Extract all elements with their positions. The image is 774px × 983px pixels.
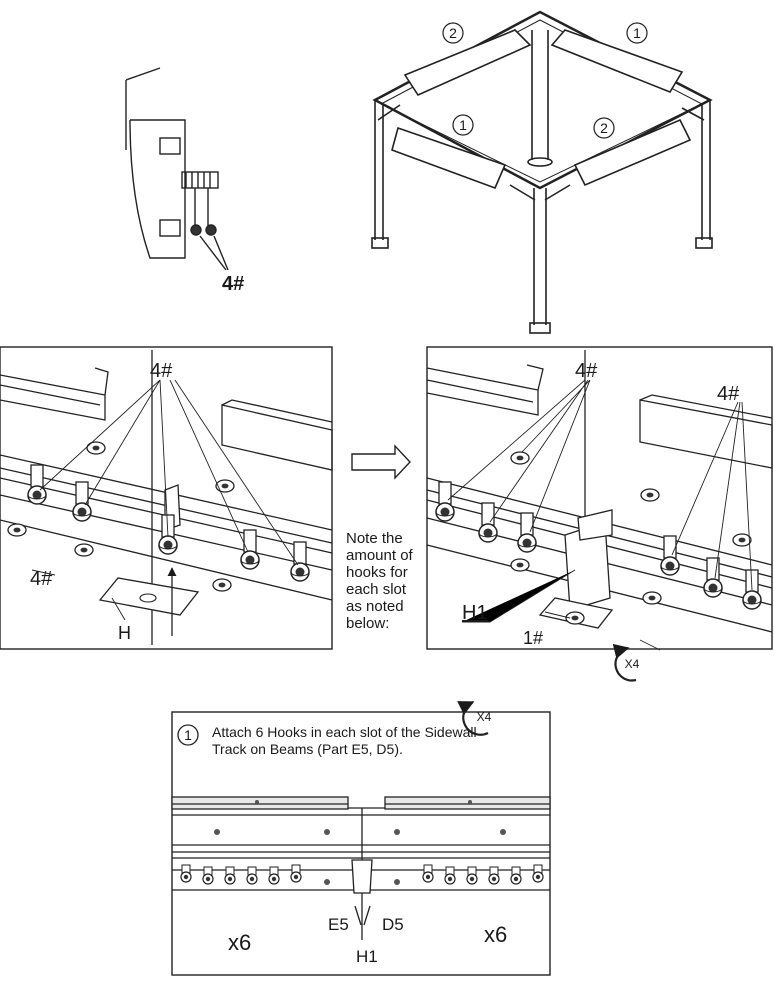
- note-line: amount of: [346, 547, 413, 564]
- note-line: below:: [346, 615, 390, 632]
- bolt-part-label: 1#: [523, 628, 543, 648]
- svg-text:1: 1: [633, 25, 641, 41]
- hook-part-label: 4#: [575, 360, 598, 382]
- step-number: 1: [184, 727, 192, 743]
- step-panel: [171, 701, 551, 976]
- step-instruction: Attach 6 Hooks in each slot of the Sidew…: [212, 724, 477, 757]
- svg-text:2: 2: [600, 120, 608, 136]
- note-line: each slot: [346, 581, 407, 598]
- track-detail-right: [426, 346, 773, 682]
- beam-e5-label: E5: [328, 915, 349, 934]
- track-detail-left: [0, 346, 333, 650]
- hanger1-part-label: H1: [356, 947, 378, 966]
- hook-part-label: 4#: [30, 568, 53, 590]
- hook-part-label: 4#: [150, 360, 173, 382]
- hook-part-label: 4#: [222, 273, 244, 295]
- note-line: as noted: [346, 598, 404, 615]
- hanger1-part-label: H1: [462, 602, 488, 624]
- hook-side-detail: [125, 67, 229, 271]
- transition-arrow: [351, 444, 411, 480]
- hook-count-left: x6: [228, 930, 251, 955]
- note-line: hooks for: [346, 564, 408, 581]
- svg-text:1: 1: [459, 117, 467, 133]
- roof-panel-numbers: 2 1 1 2: [442, 22, 648, 139]
- hook-part-label: 4#: [717, 383, 740, 405]
- beam-d5-label: D5: [382, 915, 404, 934]
- repeat-x4-label: X4: [625, 657, 640, 671]
- hanger-part-label: H: [118, 623, 131, 643]
- repeat-x4-label: X4: [477, 710, 492, 724]
- hook-count-right: x6: [484, 922, 507, 947]
- svg-text:2: 2: [449, 25, 457, 41]
- hook-count-note: Note the amount of hooks for each slot a…: [346, 530, 426, 632]
- note-line: Note the: [346, 530, 403, 547]
- gazebo-frame: [371, 10, 713, 334]
